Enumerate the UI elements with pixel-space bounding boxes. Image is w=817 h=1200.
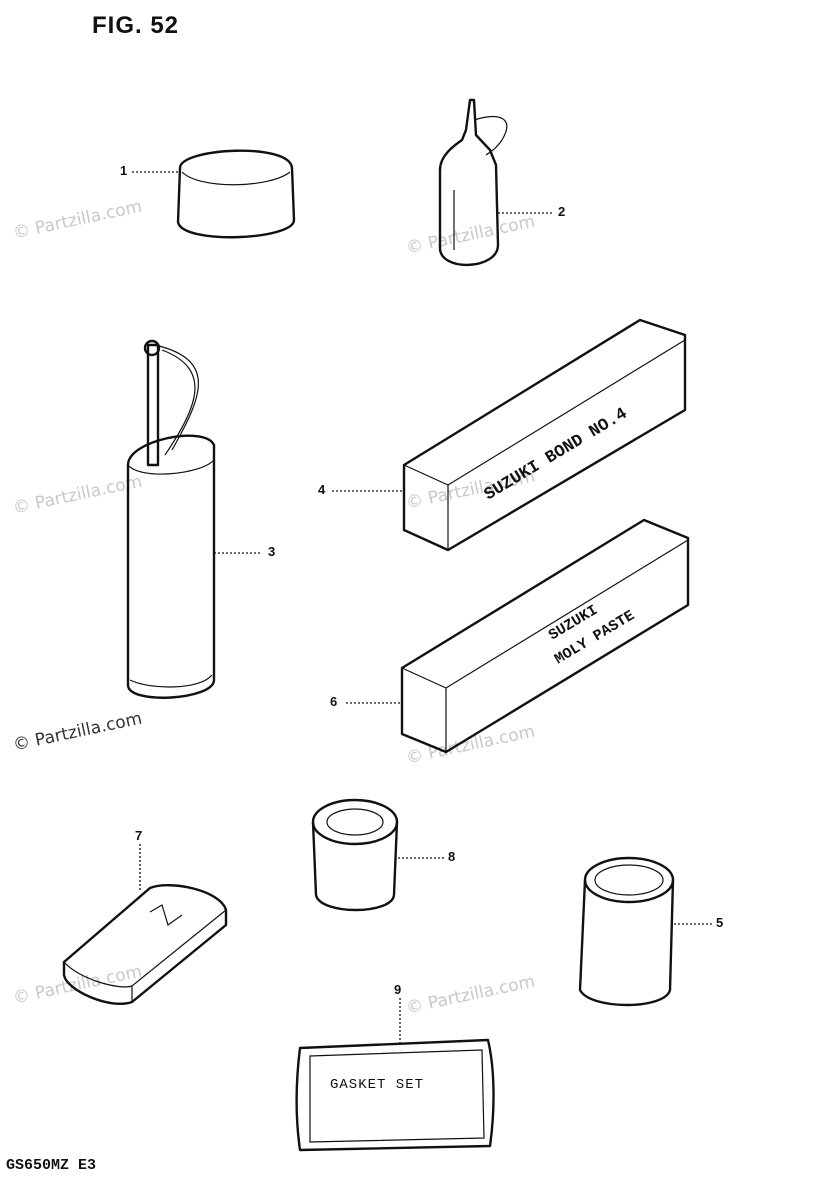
- callout-6: 6: [330, 694, 338, 709]
- figure-title: FIG. 52: [92, 12, 180, 39]
- gasket-set-label: GASKET SET: [330, 1077, 425, 1093]
- part-6-moly-box: [400, 518, 690, 754]
- part-4-bond-box: [402, 318, 687, 552]
- callout-4: 4: [318, 482, 326, 497]
- part-5-tin: [578, 856, 675, 1007]
- model-code: GS650MZ E3: [6, 1157, 97, 1174]
- part-7-box: [62, 884, 228, 1005]
- part-9-gasket-set: [295, 1038, 495, 1152]
- callout-5: 5: [716, 915, 724, 930]
- callout-1: 1: [120, 163, 128, 178]
- callout-2: 2: [558, 204, 566, 219]
- callout-8: 8: [448, 849, 456, 864]
- callout-9: 9: [394, 982, 402, 997]
- part-8-tin: [311, 798, 399, 912]
- callout-3: 3: [268, 544, 276, 559]
- part-3-can: [126, 339, 216, 699]
- callout-7: 7: [135, 828, 143, 843]
- part-1-grease: [176, 149, 296, 239]
- part-2-bottle: [438, 98, 508, 267]
